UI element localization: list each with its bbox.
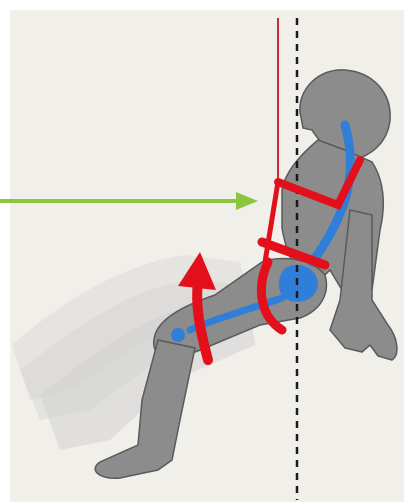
- knee-skeleton: [171, 328, 185, 342]
